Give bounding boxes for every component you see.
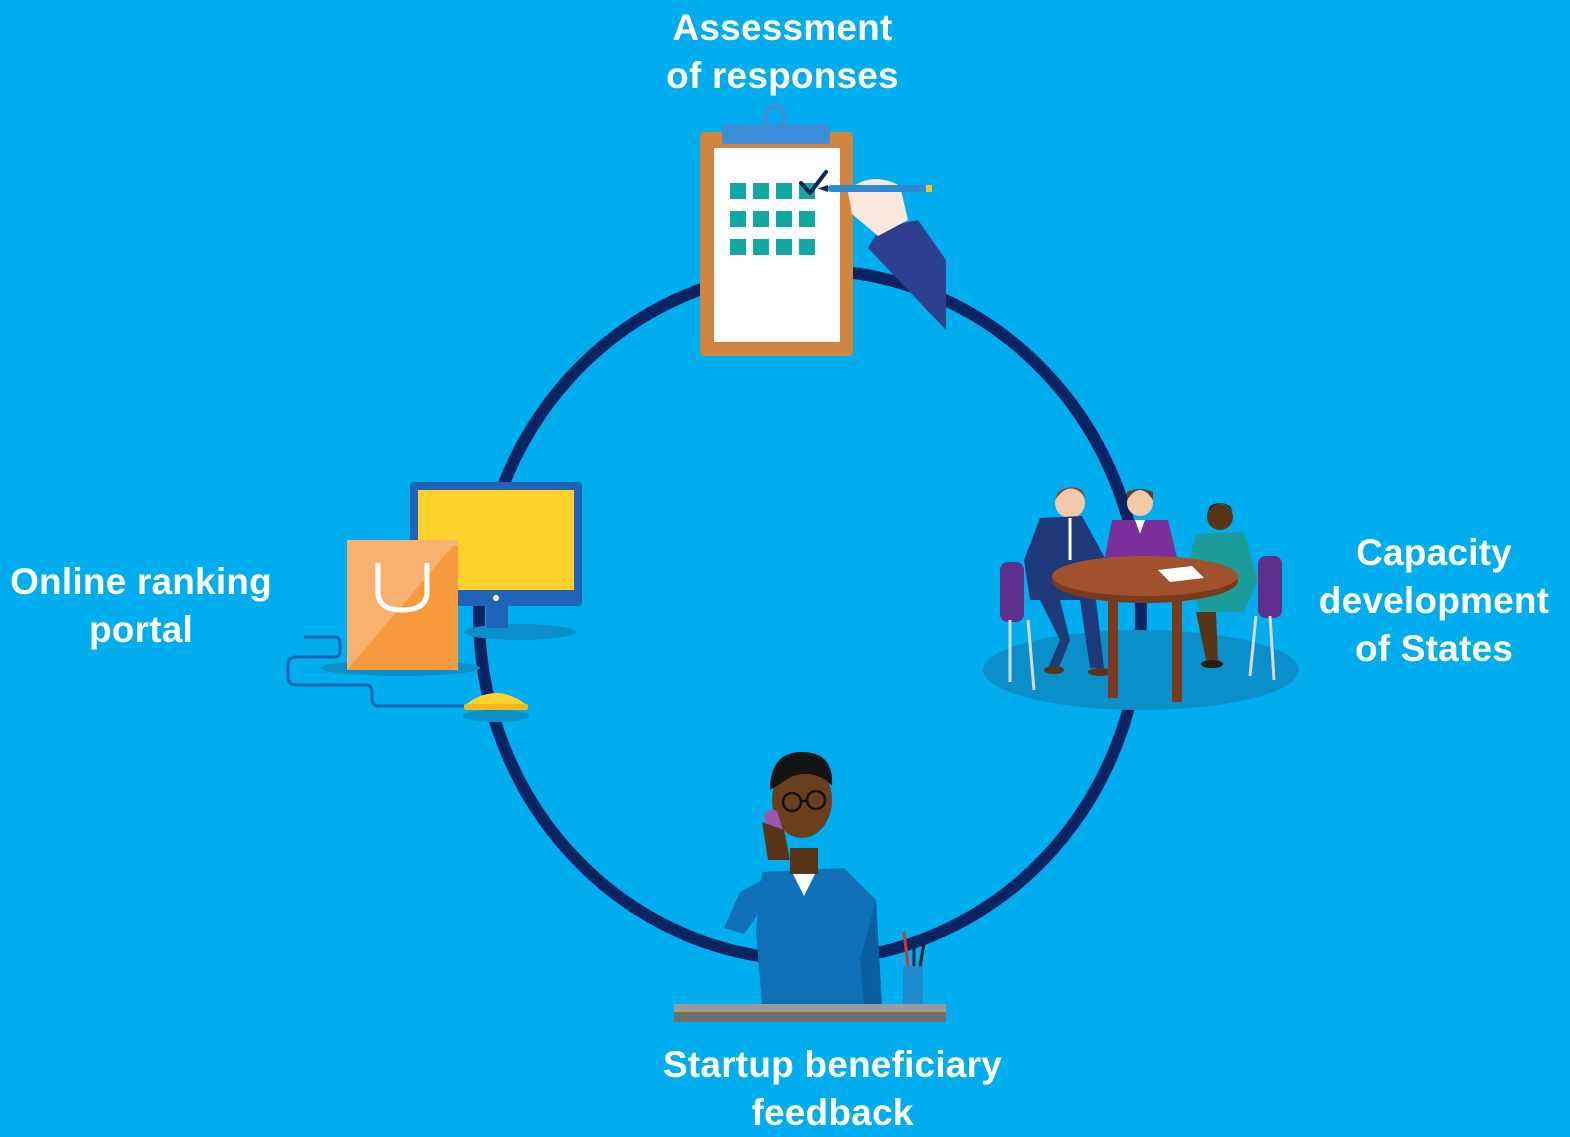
stage-label-line: of responses (666, 55, 899, 96)
meeting-table-icon (983, 487, 1299, 710)
stage-label-feedback: Startup beneficiary feedback (615, 1041, 1050, 1137)
stage-label-capacity: Capacity development of States (1300, 529, 1568, 673)
stage-label-line: Startup beneficiary (663, 1044, 1002, 1085)
clipboard-checklist-icon (700, 104, 946, 356)
stage-label-assessment: Assessment of responses (620, 4, 945, 100)
stage-label-line: Online ranking (10, 561, 272, 602)
stage-label-line: portal (89, 609, 193, 650)
stage-label-line: of States (1354, 628, 1514, 669)
stage-label-line: feedback (751, 1092, 914, 1133)
person-on-phone-icon (674, 752, 946, 1022)
stage-label-line: Assessment (672, 7, 893, 48)
stage-label-line: development (1318, 580, 1550, 621)
stage-label-portal: Online ranking portal (0, 558, 282, 654)
online-shopping-computer-icon (286, 482, 582, 722)
stage-label-line: Capacity (1356, 532, 1512, 573)
